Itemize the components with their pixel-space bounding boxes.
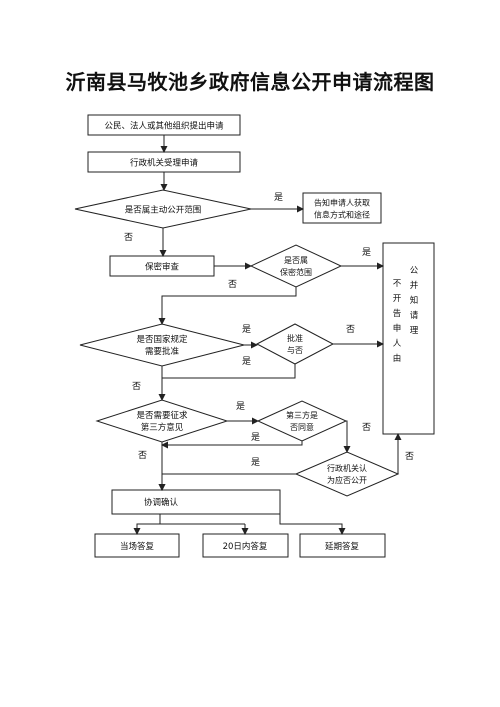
edge-agency-coordinate: [158, 473, 296, 491]
approve-label-line1: 批准: [287, 333, 303, 343]
label-yes-agency: 是: [251, 457, 260, 468]
reply-onsite-label: 当场答复: [120, 541, 155, 552]
label-no-thirdparty: 否: [138, 450, 147, 461]
edge-approve-back: [162, 364, 296, 379]
coordinate-label: 协调确认: [144, 497, 179, 508]
inform-label-line2: 信息方式和途径: [314, 210, 370, 220]
label-no-agree: 否: [362, 422, 371, 433]
no-disclose-char: 人: [393, 339, 402, 349]
edge-agree-back: [161, 441, 303, 449]
third-party-need-label-line2: 第三方意见: [141, 422, 184, 433]
label-no-approve: 否: [346, 324, 355, 335]
is-secret-decision: 是否属 保密范围: [249, 244, 343, 288]
agency-decide-decision: 行政机关认 为应否公开: [294, 451, 400, 497]
edge-agree-agency: [343, 420, 351, 453]
third-party-need-label-line1: 是否需要征求: [136, 410, 188, 421]
reply-20days-box: 20日内答复: [202, 533, 289, 558]
scope-label: 是否属主动公开范围: [125, 205, 202, 216]
label-no-secret: 否: [228, 279, 237, 290]
edge-coordinate-onsite: [133, 514, 161, 535]
is-secret-label-line2: 保密范围: [280, 267, 312, 277]
no-disclose-text-col2: 公 并 知 请 理: [410, 266, 419, 336]
accept-label: 行政机关受理申请: [130, 158, 199, 169]
no-disclose-char: 公: [410, 266, 419, 276]
edge-issecret-national: [158, 287, 297, 325]
no-disclose-char: 由: [393, 353, 402, 364]
edge-coordinate-extend: [279, 514, 346, 535]
no-disclose-text-col1: 不 开 告 申 人 由: [393, 279, 402, 364]
no-disclose-char: 请: [410, 310, 419, 321]
approve-decision: 批准 与否: [255, 323, 335, 365]
national-approval-decision: 是否国家规定 需要批准: [79, 323, 245, 367]
third-party-agree-label-line2: 否同意: [290, 422, 314, 432]
label-no-national: 否: [132, 381, 141, 392]
third-party-agree-decision: 第三方是 否同意: [256, 400, 348, 442]
secrecy-review-label: 保密审查: [145, 262, 180, 273]
no-disclose-char: 知: [410, 295, 419, 306]
scope-decision: 是否属主动公开范围: [74, 189, 252, 229]
page-title: 沂南县马牧池乡政府信息公开申请流程图: [65, 70, 435, 94]
no-disclose-box: [382, 242, 435, 435]
national-label-line2: 需要批准: [145, 346, 180, 357]
accept-box: 行政机关受理申请: [87, 151, 241, 173]
secrecy-review-box: 保密审查: [109, 255, 215, 277]
reply-20days-label: 20日内答复: [223, 541, 268, 552]
reply-onsite-box: 当场答复: [94, 533, 180, 558]
agency-decide-label-line2: 为应否公开: [327, 475, 367, 485]
label-no-scope: 否: [124, 232, 133, 243]
apply-label: 公民、法人或其他组织提出申请: [104, 121, 224, 132]
label-yes-approve: 是: [242, 356, 251, 367]
national-label-line1: 是否国家规定: [136, 334, 188, 345]
coordinate-box: 协调确认: [111, 489, 281, 515]
apply-box: 公民、法人或其他组织提出申请: [87, 114, 241, 136]
no-disclose-char: 理: [410, 326, 419, 336]
no-disclose-char: 并: [410, 280, 419, 291]
label-no-agency: 否: [405, 451, 414, 462]
label-yes-national: 是: [242, 324, 251, 335]
label-yes-thirdparty: 是: [236, 401, 245, 412]
no-disclose-char: 申: [393, 323, 402, 334]
reply-extend-label: 延期答复: [325, 541, 360, 552]
approve-label-line2: 与否: [287, 346, 303, 355]
agency-decide-label-line1: 行政机关认: [327, 463, 367, 473]
is-secret-label-line1: 是否属: [284, 256, 308, 265]
label-yes-secret: 是: [362, 247, 371, 258]
label-yes-agree: 是: [251, 432, 260, 443]
inform-label-line1: 告知申请人获取: [314, 198, 370, 208]
label-yes-scope: 是: [274, 192, 283, 203]
third-party-agree-label-line1: 第三方是: [286, 410, 318, 420]
no-disclose-char: 告: [393, 308, 402, 319]
third-party-need-decision: 是否需要征求 第三方意见: [95, 399, 229, 443]
no-disclose-char: 开: [393, 294, 402, 304]
reply-extend-box: 延期答复: [299, 533, 386, 558]
inform-box: 告知申请人获取 信息方式和途径: [302, 192, 382, 224]
no-disclose-char: 不: [393, 279, 402, 289]
